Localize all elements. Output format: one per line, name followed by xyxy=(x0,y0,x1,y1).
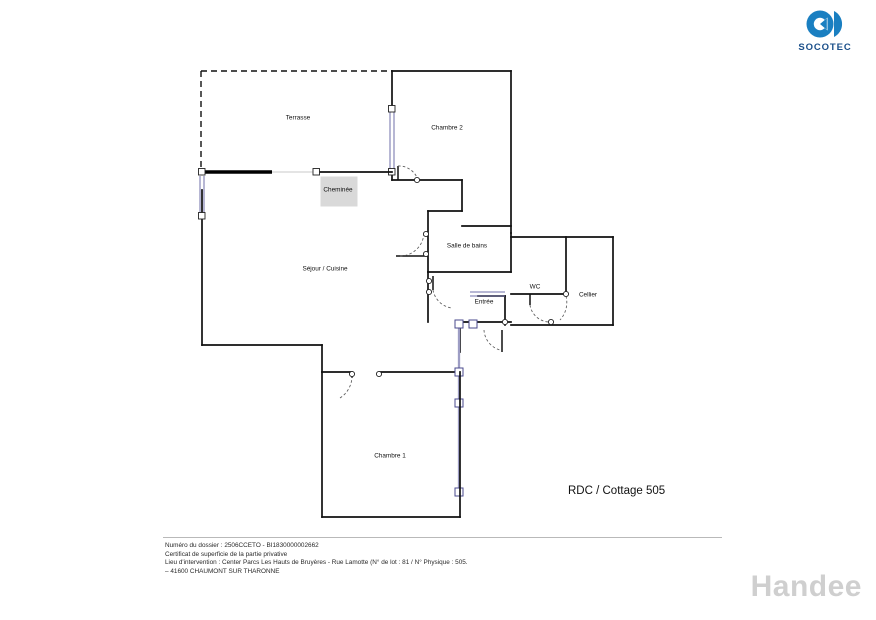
room-label-terrasse: Terrasse xyxy=(286,115,311,122)
footer-text-block: Numéro du dossier : 2506CCETO - BI183000… xyxy=(165,542,765,576)
entree-opening xyxy=(470,291,505,297)
terrasse-boundary xyxy=(200,70,392,172)
wc-cellier-walls xyxy=(510,236,614,326)
entree-walls xyxy=(427,271,512,353)
plan-title: RDC / Cottage 505 xyxy=(568,485,666,497)
cellier-door xyxy=(559,290,570,321)
chambre-2-window xyxy=(388,105,396,176)
cheminee-block xyxy=(320,176,358,207)
chambre-1-partition xyxy=(454,319,478,518)
terrace-door-marker xyxy=(312,168,320,176)
sejour-window-left xyxy=(198,168,206,220)
socotec-wordmark: SOCOTEC xyxy=(798,42,852,53)
room-label-chambre-2: Chambre 2 xyxy=(431,125,463,132)
socotec-logo: SOCOTEC xyxy=(788,8,862,53)
chambre-2-door xyxy=(397,165,421,184)
room-label-entree: Entrée xyxy=(475,299,494,306)
chambre-2-walls xyxy=(391,70,512,273)
entree-doors xyxy=(425,276,509,352)
room-label-salle-de-bains: Salle de bains xyxy=(447,243,487,250)
footer-line-dossier: Numéro du dossier : 2506CCETO - BI183000… xyxy=(165,542,319,549)
chambre-1-walls xyxy=(321,371,461,518)
sejour-cuisine-walls xyxy=(201,170,393,373)
salle-de-bains-walls xyxy=(427,225,512,273)
chambre-1-door xyxy=(339,370,383,399)
room-label-wc: WC xyxy=(530,284,541,291)
socotec-circle-logo xyxy=(806,10,843,38)
footer-line-commune: – 41600 CHAUMONT SUR THARONNE xyxy=(165,567,280,575)
footer-divider xyxy=(163,537,722,538)
handee-watermark: Handee xyxy=(750,570,862,603)
wc-door xyxy=(529,294,555,326)
salle-de-bains-door xyxy=(396,230,430,258)
room-label-cellier: Cellier xyxy=(579,292,598,299)
footer-line-lieu: Lieu d'intervention : Center Parcs Les H… xyxy=(165,559,468,567)
room-label-sejour-cuisine: Séjour / Cuisine xyxy=(302,266,348,273)
room-label-cheminee: Cheminée xyxy=(323,187,353,194)
footer-line-certificat: Certificat de superficie de la partie pr… xyxy=(165,550,288,558)
room-label-chambre-1: Chambre 1 xyxy=(374,453,406,460)
